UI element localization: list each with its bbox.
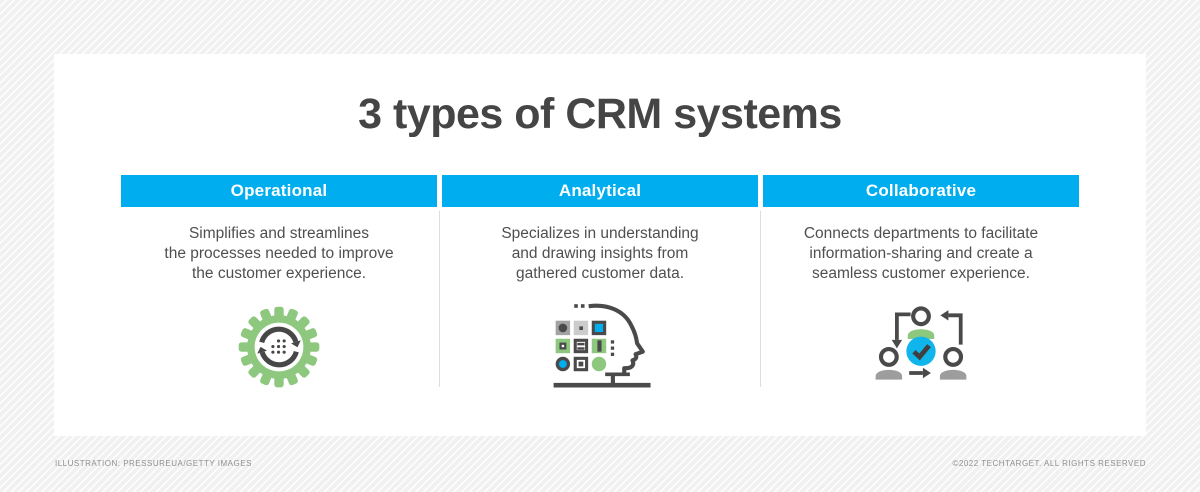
infographic-card: 3 types of CRM systems Operational Simpl… xyxy=(54,54,1146,436)
column-header-operational: Operational xyxy=(121,175,437,207)
copyright-notice: ©2022 TECHTARGET. ALL RIGHTS RESERVED xyxy=(952,459,1146,468)
column-divider xyxy=(439,211,440,387)
column-operational: Operational Simplifies and streamlines t… xyxy=(121,175,437,398)
column-header-collaborative: Collaborative xyxy=(763,175,1079,207)
column-description-analytical: Specializes in understanding and drawing… xyxy=(501,225,699,282)
illustration-credit: ILLUSTRATION: PRESSUREUA/GETTY IMAGES xyxy=(55,459,252,468)
column-analytical: Analytical Specializes in understanding … xyxy=(442,175,758,398)
column-collaborative: Collaborative Connects departments to fa… xyxy=(763,175,1079,398)
column-description-operational: Simplifies and streamlines the processes… xyxy=(164,225,394,282)
head-data-analysis-icon xyxy=(442,296,758,398)
column-divider xyxy=(760,211,761,387)
columns-container: Operational Simplifies and streamlines t… xyxy=(121,175,1079,398)
column-description-collaborative: Connects departments to facilitate infor… xyxy=(803,225,1039,282)
people-cycle-check-icon xyxy=(763,296,1079,398)
page-title: 3 types of CRM systems xyxy=(358,90,842,138)
footer: ILLUSTRATION: PRESSUREUA/GETTY IMAGES ©2… xyxy=(55,459,1146,468)
gear-sync-icon xyxy=(121,296,437,398)
column-header-analytical: Analytical xyxy=(442,175,758,207)
